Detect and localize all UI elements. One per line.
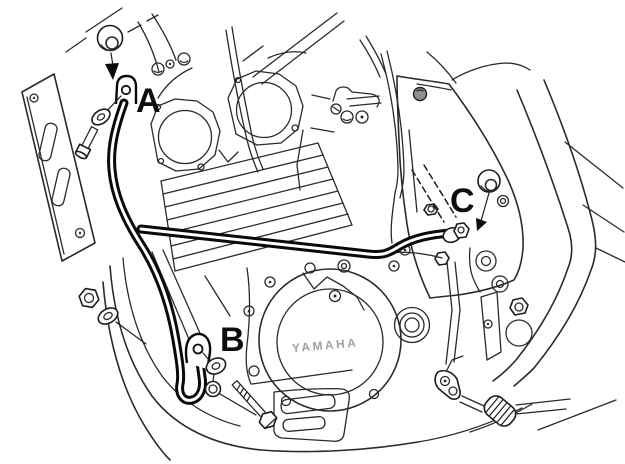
bolt-a [74, 126, 99, 160]
callout-labels: A B C [136, 82, 475, 359]
bar-end-bolt [453, 222, 470, 239]
socket-bolt-c [477, 169, 501, 193]
mounting-hardware-c [411, 164, 501, 231]
label-c: C [450, 182, 475, 220]
shift-lever-assembly [434, 355, 571, 427]
long-bolt-b [231, 380, 278, 430]
arrow-a [105, 63, 119, 80]
crankcase-right [371, 247, 533, 365]
crash-bar [107, 74, 470, 405]
label-b: B [220, 321, 245, 359]
mounting-hardware-a [74, 24, 124, 160]
mounting-hardware-b [78, 287, 278, 430]
carburetor-right [227, 70, 304, 146]
washer-a [91, 108, 111, 126]
frame-tube-diagonals [242, 12, 345, 85]
left-bracket-plate [21, 73, 96, 262]
arrow-c [476, 218, 487, 231]
carburetor-left [150, 98, 221, 172]
cylinder-head-right [310, 35, 405, 244]
side-plate-right [396, 51, 531, 299]
frame-lines-top-left [65, 7, 193, 99]
lower-lug-hole [192, 343, 204, 355]
nut-b [78, 287, 100, 309]
washer-b [205, 357, 227, 375]
flanged-nut-b [204, 380, 222, 398]
clutch-cover: YAMAHA [151, 249, 402, 412]
cylinder-fins [160, 129, 353, 272]
label-a: A [136, 82, 161, 120]
yamaha-logo-text: YAMAHA [291, 335, 359, 355]
upper-tab-hole [120, 84, 132, 96]
oil-pan [251, 369, 353, 442]
motorcycle-line-art: YAMAHA [21, 7, 625, 461]
washer-b-floating [97, 307, 119, 325]
throttle-cable [218, 26, 264, 173]
head-bolt-trio [151, 52, 191, 76]
rear-frame-tube [492, 79, 625, 387]
